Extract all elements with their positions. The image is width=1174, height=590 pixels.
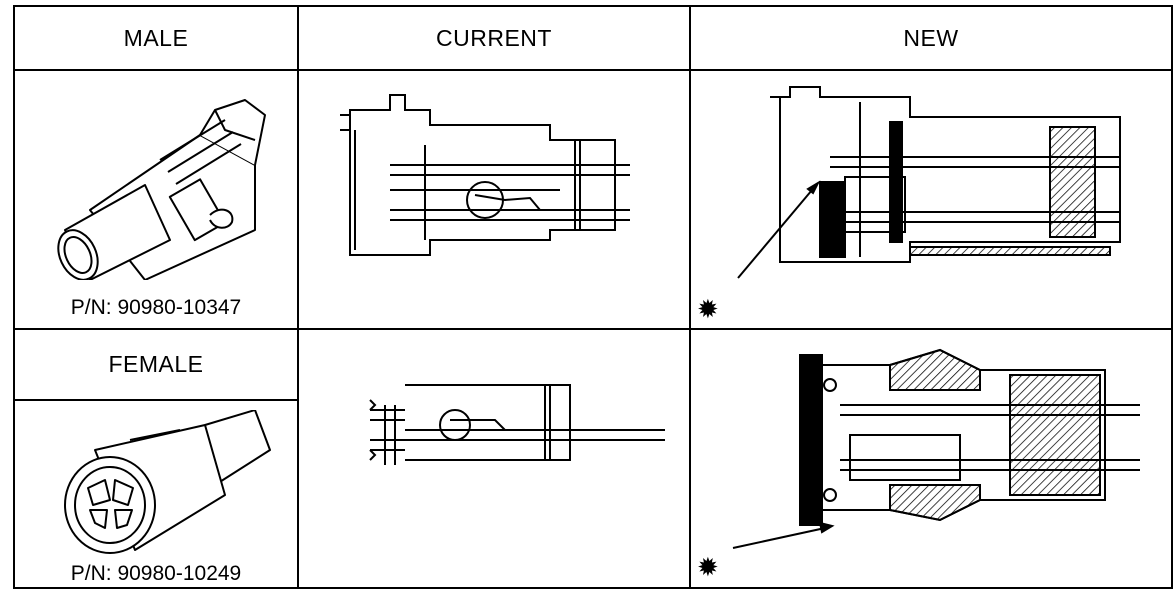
current-female-section <box>369 384 665 465</box>
new-female-section <box>799 348 1140 526</box>
current-header: CURRENT <box>436 25 552 51</box>
current-male-section <box>340 94 630 256</box>
marker-star-lower: ✹ <box>697 552 719 582</box>
marker-star-upper: ✹ <box>697 294 719 324</box>
female-part-number: P/N: 90980-10249 <box>70 562 242 585</box>
male-header: MALE <box>123 25 189 51</box>
female-header: FEMALE <box>108 351 204 377</box>
new-header: NEW <box>903 25 959 51</box>
new-male-section <box>770 86 1121 263</box>
male-connector-illustration <box>57 99 266 280</box>
female-connector-illustration <box>64 410 271 554</box>
male-part-number: P/N: 90980-10347 <box>70 296 242 319</box>
